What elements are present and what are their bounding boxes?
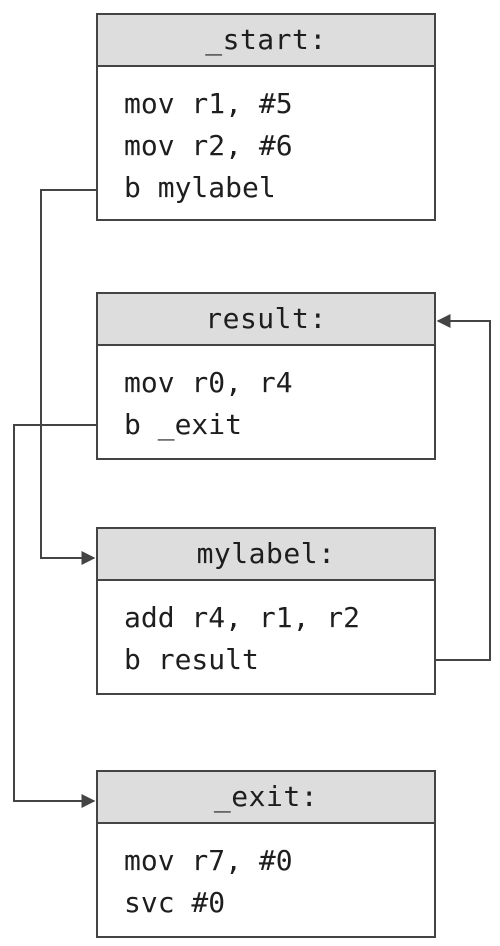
block-body-start: mov r1, #5 mov r2, #6 b mylabel — [98, 67, 434, 209]
block-label-exit: _exit: — [98, 772, 434, 824]
block-body-exit: mov r7, #0 svc #0 — [98, 824, 434, 924]
block-label-result: result: — [98, 294, 434, 346]
block-label-start: _start: — [98, 15, 434, 67]
code-block-start: _start: mov r1, #5 mov r2, #6 b mylabel — [96, 13, 436, 221]
code-line: mov r0, r4 — [124, 366, 293, 399]
code-line-branch: b _exit — [124, 408, 243, 441]
arrow-mylabel-to-result — [436, 314, 491, 661]
code-line-branch: b mylabel — [124, 171, 276, 204]
code-block-mylabel: mylabel: add r4, r1, r2 b result — [96, 527, 436, 695]
code-line: add r4, r1, r2 — [124, 601, 361, 634]
code-line: mov r1, #5 — [124, 87, 293, 120]
code-block-result: result: mov r0, r4 b _exit — [96, 292, 436, 460]
block-label-mylabel: mylabel: — [98, 529, 434, 581]
code-line: svc #0 — [124, 886, 226, 919]
code-line: mov r2, #6 — [124, 129, 293, 162]
arrow-result-to-exit — [13, 424, 96, 808]
code-line: mov r7, #0 — [124, 844, 293, 877]
code-line-branch: b result — [124, 643, 259, 676]
arrow-start-to-mylabel — [40, 189, 96, 565]
code-block-exit: _exit: mov r7, #0 svc #0 — [96, 770, 436, 938]
block-body-result: mov r0, r4 b _exit — [98, 346, 434, 446]
block-body-mylabel: add r4, r1, r2 b result — [98, 581, 434, 681]
